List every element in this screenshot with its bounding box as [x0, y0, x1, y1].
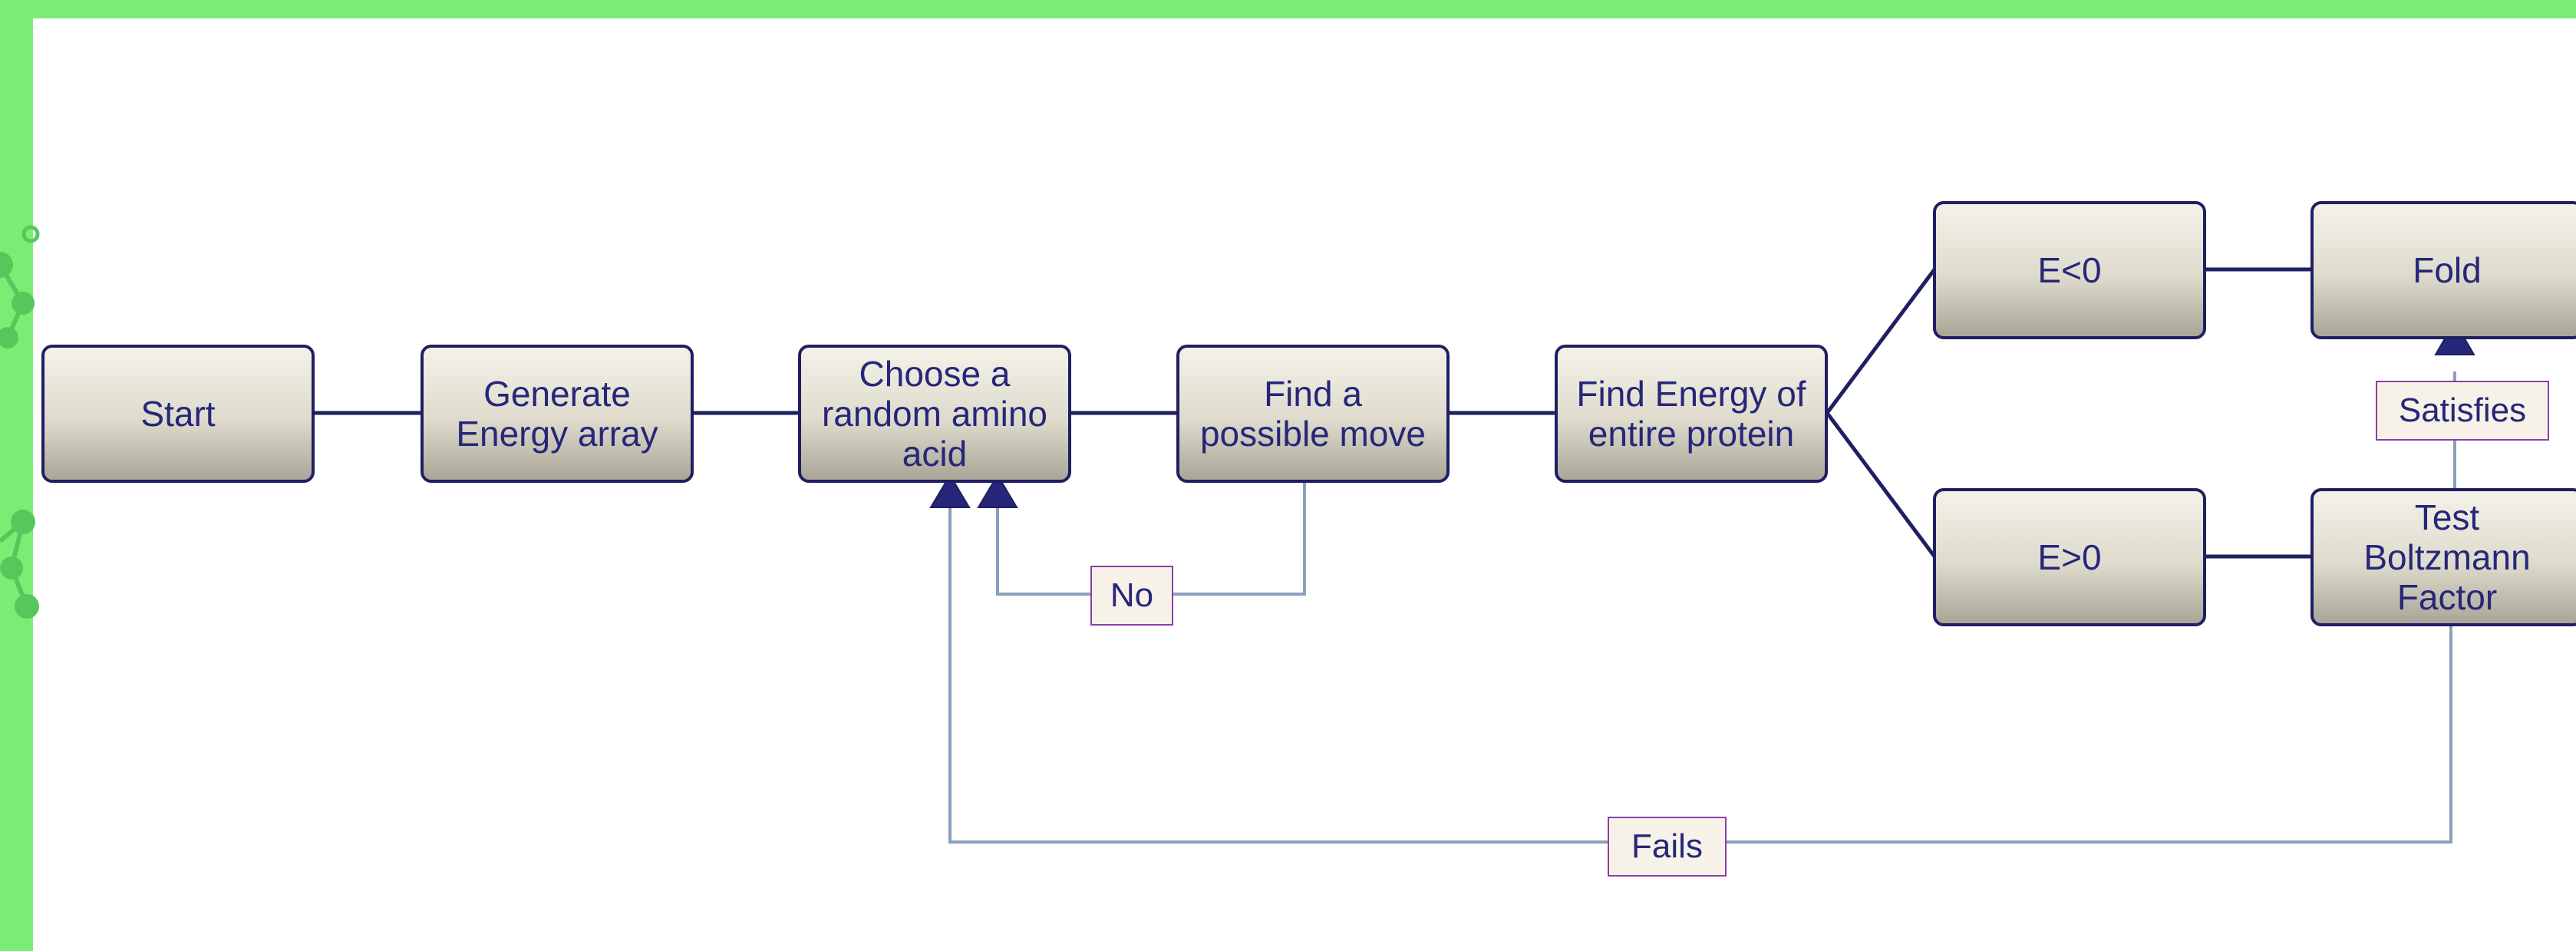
edge-fails-loop [948, 502, 2452, 844]
edge-label-no: No [1090, 566, 1173, 626]
node-find-possible-move: Find a possible move [1176, 345, 1450, 483]
node-choose-random-amino-acid: Choose a random amino acid [798, 345, 1071, 483]
node-fold: Fold [2310, 201, 2576, 339]
node-find-energy: Find Energy of entire protein [1555, 345, 1828, 483]
node-energy-negative: E<0 [1933, 201, 2206, 339]
diagram-canvas: Start Generate Energy array Choose a ran… [0, 18, 2576, 951]
arrowhead-no [977, 474, 1018, 508]
edge-findenergy-epos [1825, 411, 1937, 558]
node-generate-energy-array: Generate Energy array [421, 345, 694, 483]
edge-label-fails: Fails [1608, 817, 1727, 877]
node-energy-positive: E>0 [1933, 488, 2206, 626]
node-start: Start [41, 345, 315, 483]
edge-label-satisfies: Satisfies [2376, 381, 2549, 441]
molecule-decoration [0, 225, 40, 619]
arrowhead-fails [929, 474, 971, 508]
node-test-boltzmann-factor: Test Boltzmann Factor [2310, 488, 2576, 626]
edge-findenergy-eneg [1825, 268, 1937, 414]
connectors-layer [315, 267, 2475, 844]
